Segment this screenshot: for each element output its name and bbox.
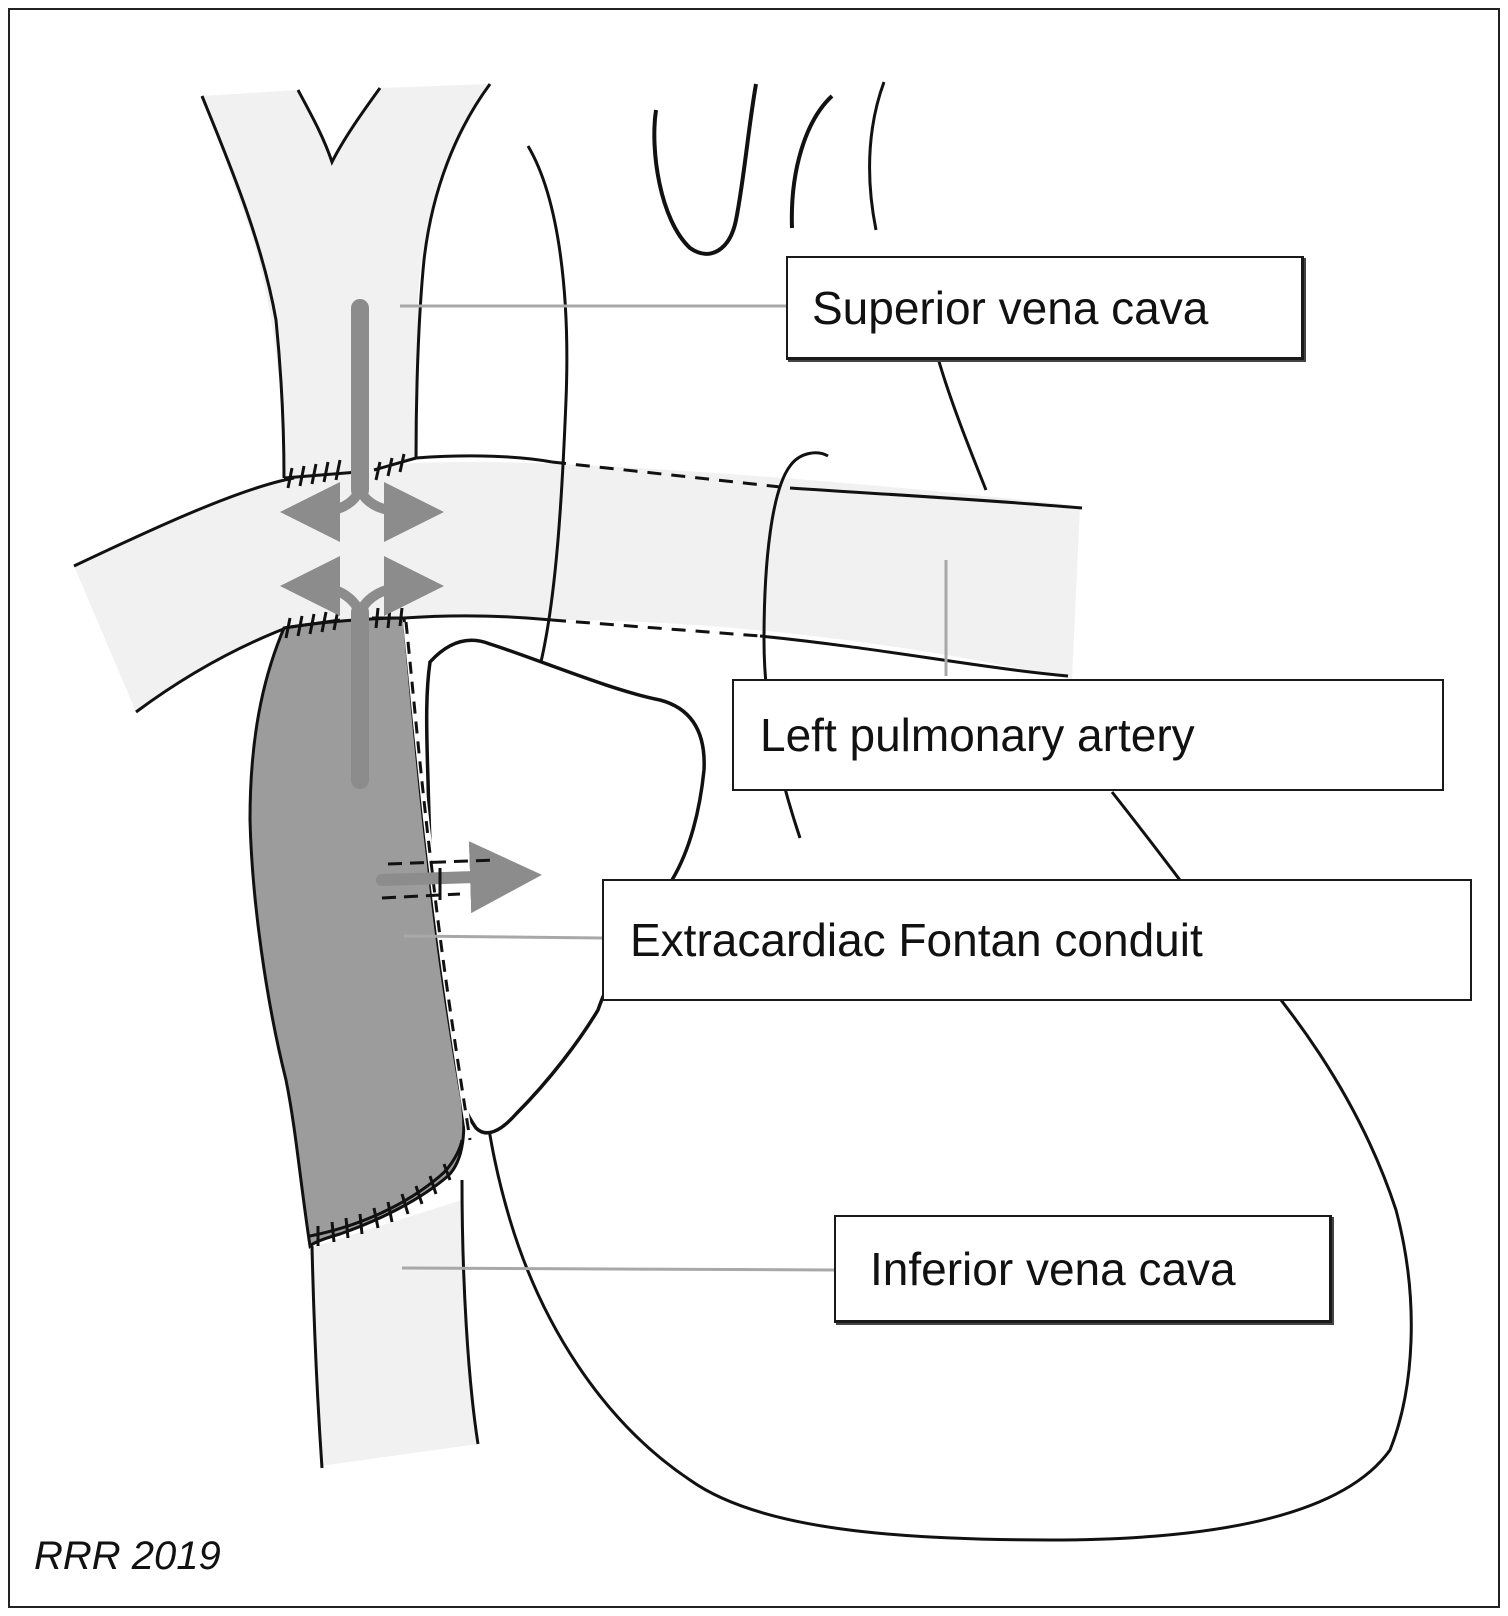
svc-left-wall <box>200 95 286 479</box>
svc-right-wall <box>414 83 492 459</box>
leader-lines <box>400 304 948 1272</box>
heart-right-contour <box>936 357 988 491</box>
pa-bottom-edge <box>135 626 287 714</box>
head-vessel-mid <box>789 94 834 229</box>
suture-svc-pa <box>283 453 417 489</box>
flow-arrows <box>280 299 542 914</box>
pa-bottom-edge-mid <box>403 614 553 622</box>
heart-outline <box>482 791 1413 1542</box>
inferior-vena-cava-text: Inferior vena cava <box>870 1242 1236 1295</box>
extracardiac-fontan-conduit-text: Extracardiac Fontan conduit <box>630 914 1203 966</box>
left-pulmonary-artery-text: Left pulmonary artery <box>760 709 1195 761</box>
head-vessel-left <box>652 83 758 256</box>
head-vessel-right <box>868 81 886 231</box>
conduit-dashed-border-black <box>404 621 472 1141</box>
ivc-right-wall <box>460 1179 480 1445</box>
inferior-vena-cava-label: Inferior vena cava <box>834 1215 1332 1323</box>
lpa-edge-to-heart <box>759 634 1069 678</box>
figure-frame <box>8 8 1500 1608</box>
pa-top-edge-right <box>415 454 553 464</box>
suture-conduit-ivc <box>309 1139 464 1246</box>
extracardiac-fontan-conduit-label: Extracardiac Fontan conduit <box>602 879 1472 1001</box>
aorta-outline <box>526 145 569 667</box>
fenestration-dashed <box>381 858 497 900</box>
superior-vena-cava-label: Superior vena cava <box>786 256 1304 360</box>
ivc-left-wall <box>310 1245 324 1469</box>
pa-bottom-dashed <box>551 618 761 638</box>
pa-top-edge-far <box>789 486 1083 510</box>
left-pulmonary-artery-label: Left pulmonary artery <box>732 679 1444 791</box>
pa-top-edge <box>73 476 295 568</box>
pa-top-dashed <box>551 460 791 490</box>
inferior-vena-cava-shape <box>310 1200 478 1466</box>
credit-text: RRR 2019 <box>34 1534 221 1578</box>
superior-vena-cava-text: Superior vena cava <box>812 281 1209 334</box>
svc-notch <box>296 87 382 166</box>
